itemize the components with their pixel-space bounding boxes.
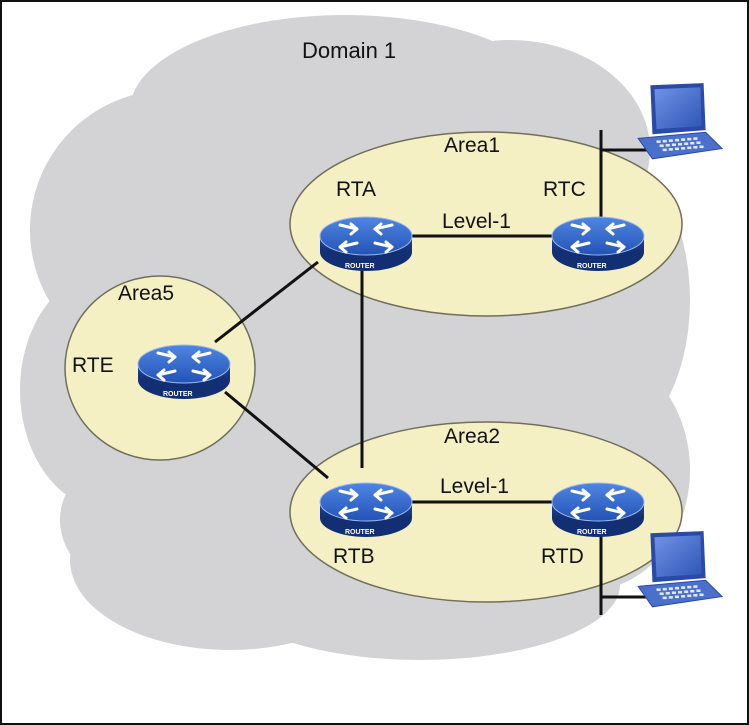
link-rtb-rtd-label: Level-1 — [440, 475, 509, 498]
router-rtd-badge: ROUTER — [577, 529, 607, 536]
router-rtd[interactable]: ROUTER — [550, 481, 646, 539]
router-rta-badge: ROUTER — [345, 263, 375, 270]
router-rte[interactable]: ROUTER — [136, 343, 232, 401]
router-rtd-label: RTD — [541, 545, 584, 568]
router-rtb[interactable]: ROUTER — [318, 481, 414, 539]
router-rtc-label: RTC — [543, 178, 586, 201]
area2-ellipse — [289, 421, 683, 603]
router-rta[interactable]: ROUTER — [318, 215, 414, 273]
router-rtc-badge: ROUTER — [577, 263, 607, 270]
router-rta-label: RTA — [336, 178, 376, 201]
link-rta-rtc-label: Level-1 — [442, 210, 511, 233]
link-rte-rta — [214, 260, 319, 344]
area1-label: Area1 — [444, 134, 500, 157]
router-rtb-badge: ROUTER — [345, 529, 375, 536]
router-rte-badge: ROUTER — [163, 391, 193, 398]
area5-label: Area5 — [118, 282, 174, 305]
link-rte-rtb — [224, 390, 329, 480]
router-rtb-label: RTB — [333, 545, 375, 568]
domain-label: Domain 1 — [302, 38, 396, 63]
router-rte-label: RTE — [72, 354, 114, 377]
router-rtc[interactable]: ROUTER — [550, 215, 646, 273]
area2-label: Area2 — [444, 425, 500, 448]
